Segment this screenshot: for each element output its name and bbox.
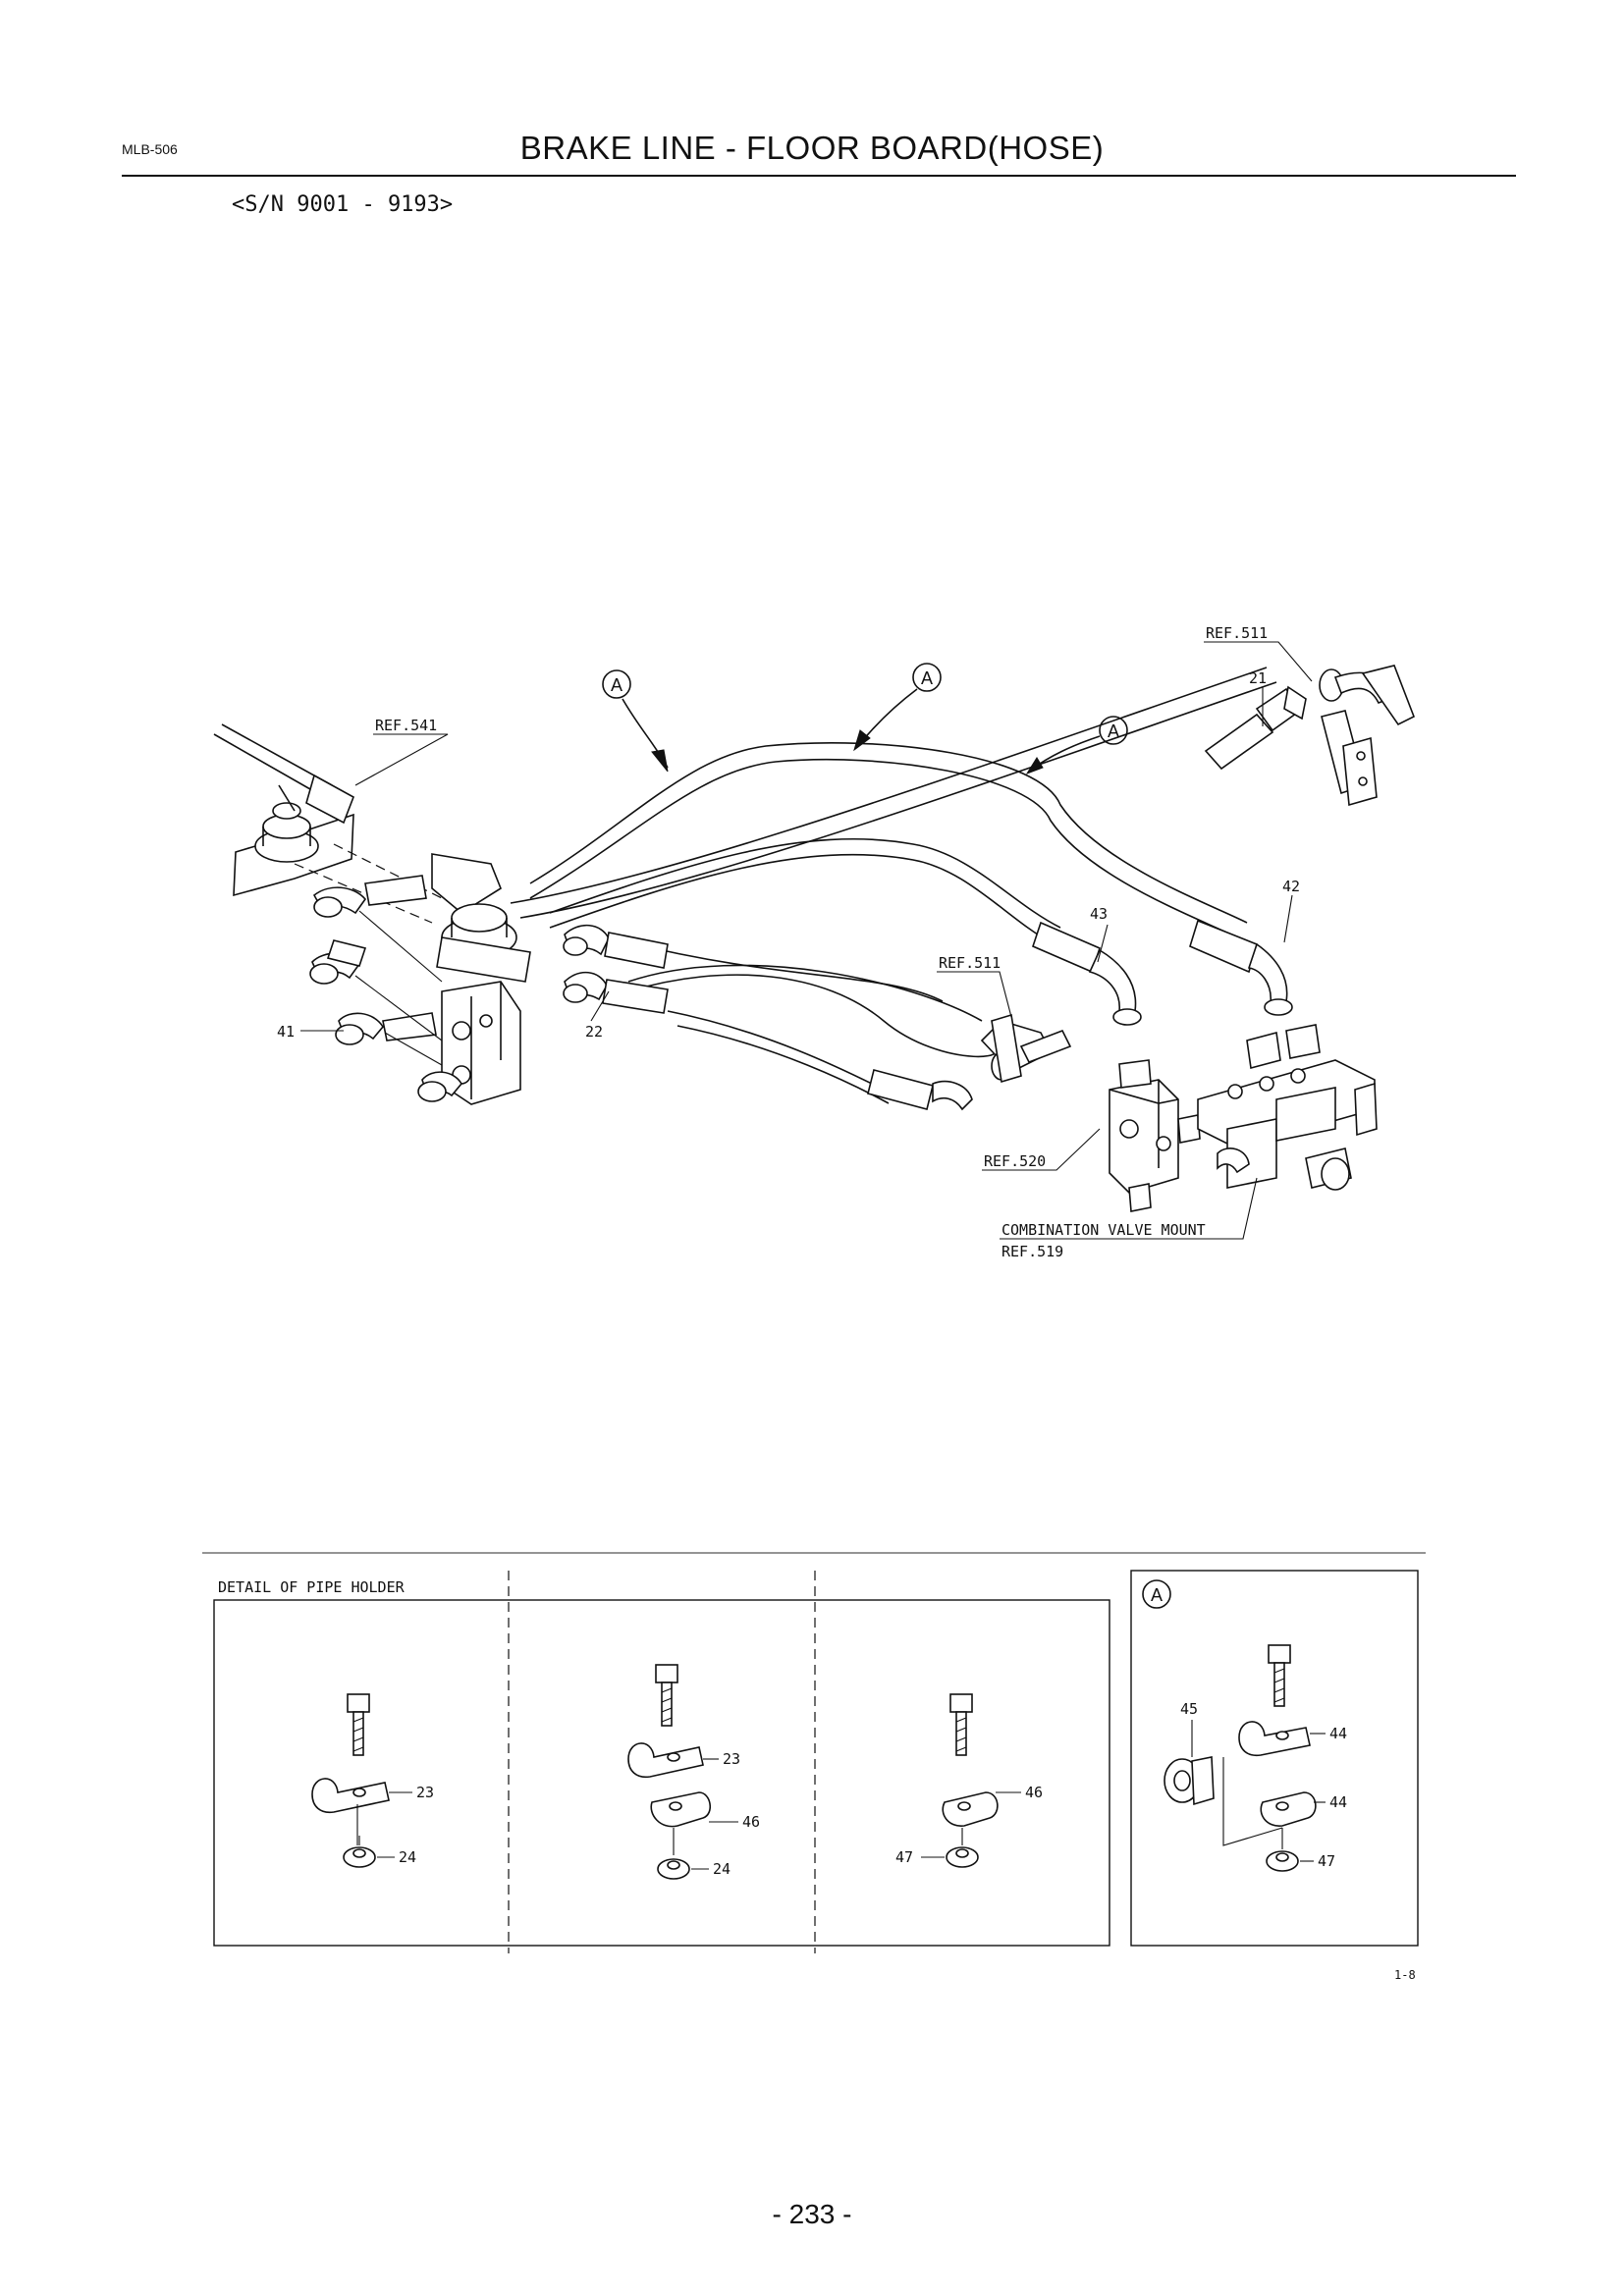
combination-valve-mount [1197,1024,1378,1191]
callout-arrow-a-2: A [853,663,942,752]
main-diagram: A A A REF.5 [213,624,1416,1260]
label-part-21: 21 [1249,669,1267,687]
leader-lines [300,641,1313,1240]
label-part-47: 47 [895,1848,913,1866]
document-code: MLB-506 [122,141,178,157]
label-part-47-a: 47 [1318,1852,1335,1870]
label-part-41: 41 [277,1023,295,1041]
label-part-45: 45 [1180,1700,1198,1718]
left-hose-fittings [309,875,462,1102]
label-part-44-a: 44 [1329,1725,1347,1742]
label-ref-541: REF.541 [375,717,437,734]
fitting-21-bracket [1204,665,1416,807]
brake-hoses [510,667,1277,1104]
detail-title: DETAIL OF PIPE HOLDER [218,1578,406,1596]
callout-arrow-a-1: A [602,669,669,773]
detail-panel-2: 23 46 24 [627,1664,760,1880]
detail-panel-3: 46 47 [895,1693,1043,1868]
svg-text:A: A [611,675,623,695]
label-combination-valve-mount: COMBINATION VALVE MOUNT [1001,1221,1206,1239]
label-part-24-b: 24 [713,1860,731,1878]
label-ref-511-mid: REF.511 [939,954,1001,972]
page-title: BRAKE LINE - FLOOR BOARD(HOSE) [519,130,1105,166]
page-number: - 233 - [772,2199,852,2229]
label-part-46: 46 [742,1813,760,1831]
label-ref-520: REF.520 [984,1152,1046,1170]
label-part-43: 43 [1090,905,1108,923]
label-part-24: 24 [399,1848,416,1866]
title-rule [122,175,1516,177]
svg-text:A: A [1151,1585,1163,1605]
label-ref-511-top: REF.511 [1206,624,1268,642]
detail-frame [213,1599,1110,1947]
callout-arrow-a-3: A [1025,716,1128,774]
label-part-23: 23 [416,1784,434,1801]
master-cylinder-valve-block [431,853,531,1105]
label-ref-519: REF.519 [1001,1243,1063,1260]
brake-pedal-assembly [213,723,453,924]
valve-block-ref520 [1109,1059,1201,1212]
svg-text:A: A [1108,721,1119,741]
detail-panel-a: A 44 45 44 47 [1130,1570,1419,1947]
label-part-23-b: 23 [723,1750,740,1768]
label-part-46-b: 46 [1025,1784,1043,1801]
svg-text:A: A [921,668,933,688]
detail-panel-1: 23 24 [311,1693,434,1868]
center-hose-ends [563,919,1293,1111]
label-part-44-b: 44 [1329,1793,1347,1811]
fitting-ref511-mid [980,1013,1072,1084]
pipe-holder-detail: DETAIL OF PIPE HOLDER 23 24 [202,1552,1426,1982]
label-part-42: 42 [1282,878,1300,895]
serial-range: <S/N 9001 - 9193> [232,192,454,217]
figure-code: 1-8 [1394,1968,1416,1982]
label-part-22: 22 [585,1023,603,1041]
